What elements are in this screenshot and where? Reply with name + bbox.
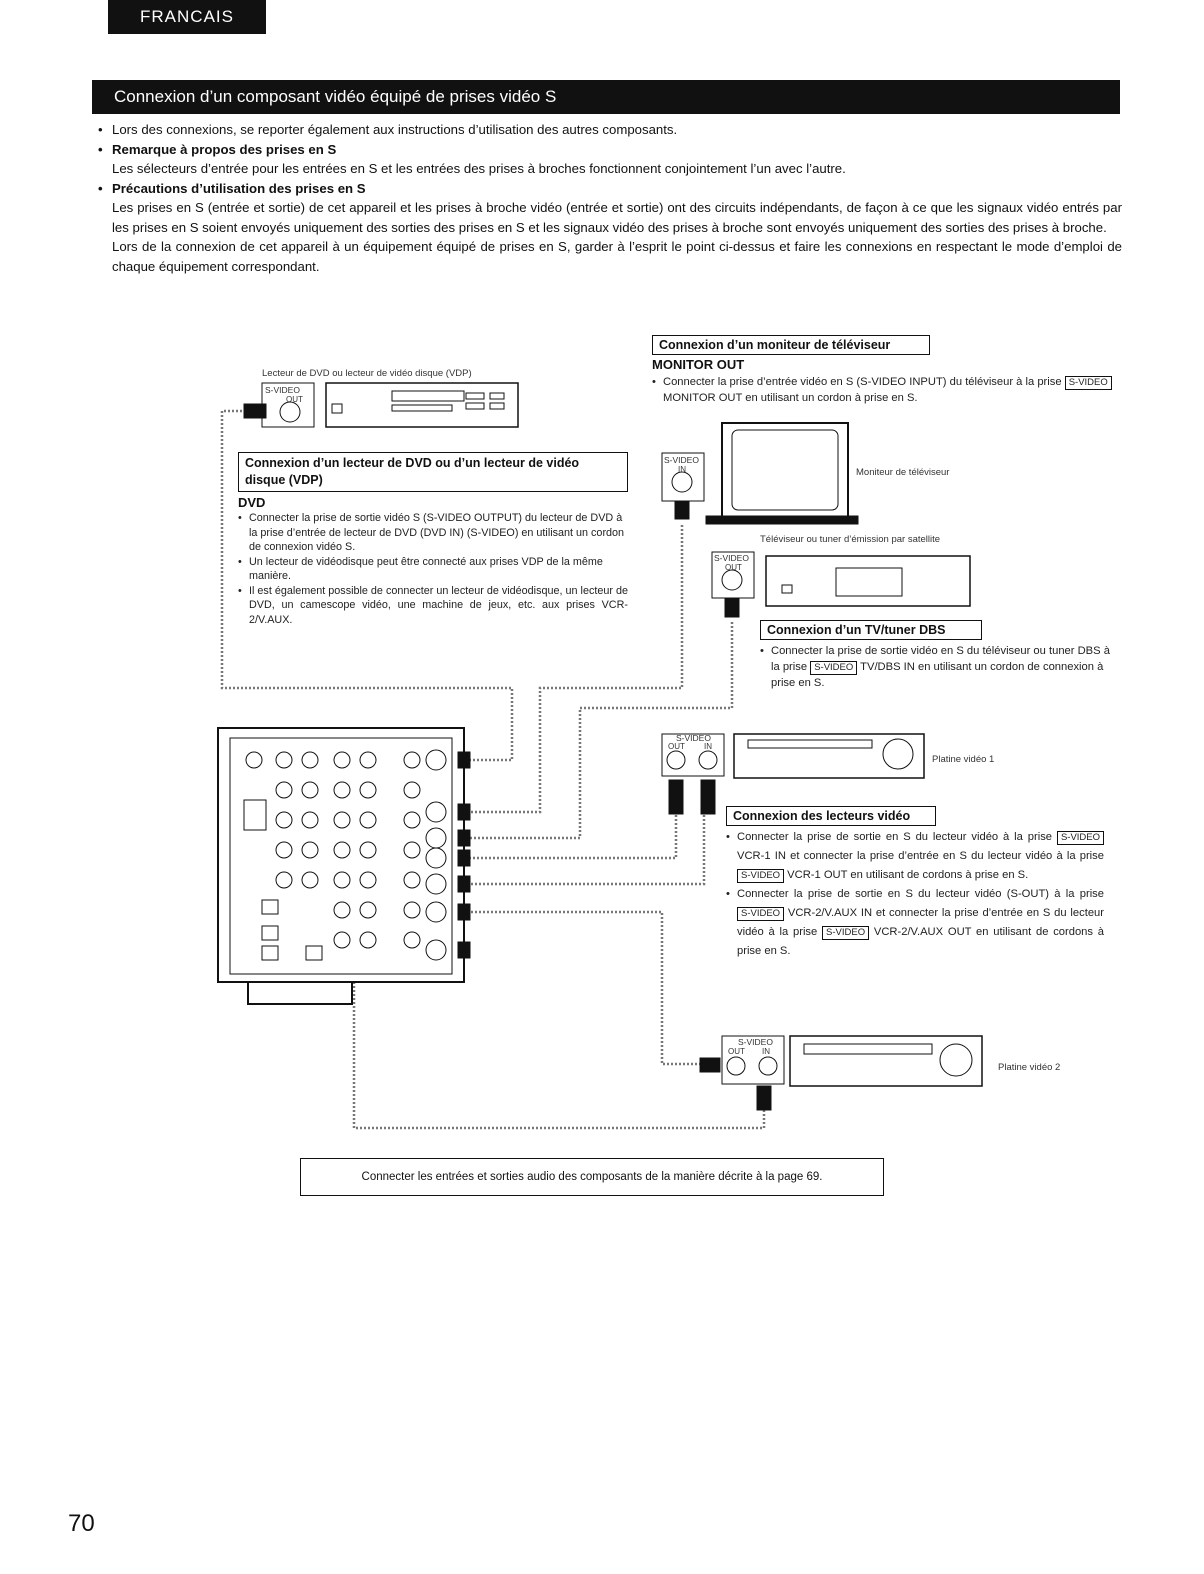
dbs-instruction: Connecter la prise de sortie vidéo en S …: [760, 643, 1112, 691]
dvd-bullet-1: Connecter la prise de sortie vidéo S (S-…: [238, 511, 628, 555]
section-title: Connexion d’un composant vidéo équipé de…: [92, 80, 1120, 114]
dvd-bullet-2: Un lecteur de vidéodisque peut être conn…: [238, 555, 628, 584]
vcr-box-title: Connexion des lecteurs vidéo: [726, 806, 936, 826]
audio-footnote: Connecter les entrées et sorties audio d…: [300, 1158, 884, 1196]
dbs-device-caption: Téléviseur ou tuner d’émission par satel…: [760, 534, 941, 545]
dbs-text-a: Connecter la prise de sortie vidéo en S …: [771, 645, 1110, 673]
vcr1-jack-label: S-VIDEO: [676, 733, 711, 743]
dvd-jack-out-label: OUT: [286, 395, 303, 404]
svideo-tag: S-VIDEO: [1064, 376, 1112, 390]
precautions-paragraph-2: Lors de la connexion de cet appareil à u…: [112, 239, 1122, 274]
vcr2-jack-out-label: OUT: [728, 1047, 745, 1056]
svideo-tag: S-VIDEO: [737, 907, 785, 921]
dbs-box-title: Connexion d’un TV/tuner DBS: [760, 620, 982, 640]
dbs-text-b: TV/DBS IN en utilisant un cordon de conn…: [771, 661, 1104, 689]
monitor-box-title: Connexion d’un moniteur de téléviseur: [652, 335, 930, 355]
vcr-b1-a: Connecter la prise de sortie en S du lec…: [737, 831, 1053, 843]
dbs-jack-out-label: OUT: [725, 563, 742, 572]
vcr-b2-b: VCR-2/V.AUX IN et connecter la prise d’e…: [737, 907, 1104, 938]
vcr-b1-b: VCR-1 IN et connecter la prise d’entrée …: [737, 850, 1104, 862]
vcr-deck-2: [699, 1035, 983, 1111]
svideo-tag: S-VIDEO: [737, 869, 785, 883]
vcr1-jack-out-label: OUT: [668, 742, 685, 751]
vcr-b1-c: VCR-1 OUT en utilisant de cordons à pris…: [787, 869, 1029, 881]
dvd-jack-label: S-VIDEO: [265, 385, 300, 395]
dvd-instructions: Connecter la prise de sortie vidéo S (S-…: [238, 511, 628, 627]
monitor-instruction: Connecter la prise d’entrée vidéo en S (…: [652, 374, 1112, 406]
dbs-tuner: [711, 551, 971, 618]
cable-lines: [220, 409, 766, 1130]
dvd-bullet-3: Il est également possible de connecter u…: [238, 584, 628, 628]
vcr-instructions: Connecter la prise de sortie en S du lec…: [726, 828, 1104, 961]
svideo-tag: S-VIDEO: [810, 661, 858, 675]
vcr-deck-1: [661, 733, 925, 815]
vcr2-jack-label: S-VIDEO: [738, 1037, 773, 1047]
vcr1-jack-in-label: IN: [704, 742, 712, 751]
vcr2-caption: Platine vidéo 2: [998, 1062, 1061, 1073]
dvd-svideo-jack: [243, 382, 315, 428]
vcr-b2-a: Connecter la prise de sortie en S du lec…: [737, 888, 1104, 900]
note-heading: Remarque à propos des prises en S: [98, 140, 1122, 160]
dbs-jack-label: S-VIDEO: [714, 553, 749, 563]
svideo-tag: S-VIDEO: [822, 926, 870, 940]
tv-jack-in-label: IN: [678, 465, 686, 474]
dvd-player: [325, 382, 519, 428]
monitor-text-b: MONITOR OUT en utilisant un cordon à pri…: [663, 392, 918, 404]
monitor-caption: Moniteur de téléviseur: [856, 467, 950, 478]
precautions-heading: Précautions d’utilisation des prises en …: [98, 179, 1122, 199]
vcr2-jack-in-label: IN: [762, 1047, 770, 1056]
dvd-device-caption: Lecteur de DVD ou lecteur de vidéo disqu…: [262, 368, 472, 379]
receiver-back-panel: [217, 727, 471, 1005]
vcr-b2-c: VCR-2/V.AUX OUT en utilisant de cordons …: [737, 926, 1104, 957]
tv-jack-label: S-VIDEO: [664, 455, 699, 465]
tv-monitor: [661, 422, 859, 525]
intro-text: Lors des connexions, se reporter égaleme…: [98, 120, 1122, 276]
dvd-box-title: Connexion d’un lecteur de DVD ou d’un le…: [238, 452, 628, 492]
page-number: 70: [68, 1510, 95, 1537]
monitor-subhead: MONITOR OUT: [652, 357, 745, 372]
monitor-text-a: Connecter la prise d’entrée vidéo en S (…: [663, 376, 1062, 388]
dvd-subhead: DVD: [238, 495, 266, 510]
intro-bullet: Lors des connexions, se reporter égaleme…: [98, 120, 1122, 140]
note-text: Les sélecteurs d’entrée pour les entrées…: [112, 161, 846, 176]
vcr1-caption: Platine vidéo 1: [932, 754, 995, 765]
svideo-tag: S-VIDEO: [1056, 831, 1104, 845]
precautions-paragraph-1: Les prises en S (entrée et sortie) de ce…: [112, 200, 1122, 235]
language-tab: FRANCAIS: [108, 0, 266, 34]
